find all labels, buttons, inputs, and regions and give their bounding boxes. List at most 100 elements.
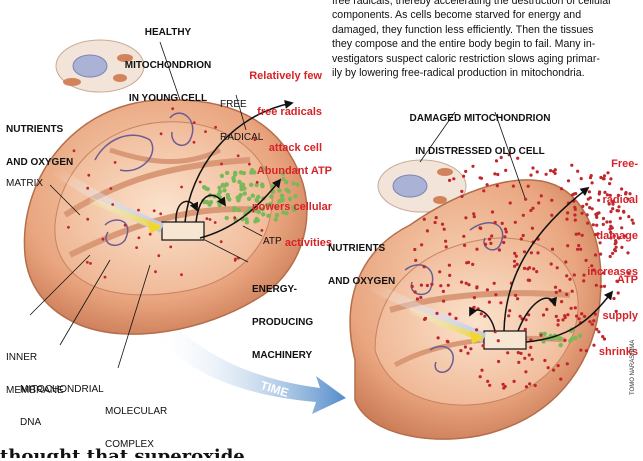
free-radical-particle	[469, 347, 473, 351]
free-radical-particle	[601, 335, 605, 339]
free-radical-particle	[523, 356, 527, 360]
free-radical-particle	[575, 314, 579, 318]
free-radical-particle	[484, 242, 488, 246]
free-radical-particle	[220, 162, 223, 166]
free-radical-particle	[584, 258, 588, 262]
free-radical-particle	[180, 185, 184, 189]
free-radical-particle	[529, 208, 533, 213]
nutrients-oxygen-label-left: NUTRIENTS AND OXYGEN	[6, 124, 74, 168]
free-radical-particle	[607, 202, 611, 206]
free-radical-particle	[508, 309, 512, 313]
free-radical-particle	[588, 320, 592, 324]
free-radical-particle	[109, 187, 113, 190]
free-radical-particle	[564, 260, 568, 264]
free-radical-particle	[519, 351, 523, 355]
atp-particle	[239, 187, 244, 192]
atp-particle	[577, 333, 583, 338]
free-radical-particle	[499, 301, 503, 305]
free-radical-particle	[425, 283, 429, 288]
free-radical-particle	[623, 234, 628, 238]
free-radical-particle	[554, 314, 558, 318]
free-radical-particle	[410, 284, 414, 289]
free-radical-particle	[214, 125, 218, 129]
atp-particle	[219, 173, 225, 179]
free-radical-particle	[89, 262, 92, 265]
paragraph-line: they compose and the entire body begin t…	[332, 38, 596, 51]
free-radical-particle	[419, 295, 423, 300]
free-radical-particle	[448, 273, 452, 277]
free-radical-particle	[523, 327, 527, 331]
free-radical-particle	[524, 318, 528, 322]
free-radical-particle	[605, 220, 609, 224]
free-radical-particle	[471, 164, 475, 168]
free-radical-particle	[608, 182, 612, 186]
leader-lines-left	[29, 41, 263, 369]
nutrients-oxygen-label-right: NUTRIENTS AND OXYGEN	[328, 243, 396, 287]
cut-off-caption: thought that superoxide radicals	[0, 448, 300, 458]
free-radical-particle	[423, 317, 427, 321]
free-radical-particle	[490, 234, 494, 238]
free-radical-particle	[595, 223, 599, 227]
free-radical-particle	[460, 189, 464, 193]
free-radical-particle	[586, 221, 590, 225]
free-radical-particle	[512, 379, 516, 383]
free-radical-particle	[611, 202, 615, 206]
free-radical-particle	[463, 345, 467, 349]
atp-particle	[284, 211, 289, 216]
body-paragraph: free radicals, thereby accelerating the …	[332, 0, 640, 80]
free-radical-particle	[463, 243, 467, 247]
free-radical-particle	[612, 234, 616, 238]
free-radical-particle	[563, 314, 567, 318]
free-radical-particle	[482, 189, 486, 193]
atp-particle	[295, 182, 300, 187]
free-radical-particle	[504, 168, 508, 172]
free-radical-particle	[573, 218, 577, 222]
leader-lines-right	[419, 111, 526, 199]
free-radical-particle	[519, 237, 523, 241]
free-radical-particle	[192, 121, 196, 124]
free-radical-particle	[608, 227, 612, 231]
free-radical-particle	[537, 201, 541, 205]
free-radical-particle	[521, 213, 525, 217]
atp-particle	[242, 191, 247, 196]
free-radical-particle	[494, 293, 498, 297]
free-radical-particle	[592, 319, 596, 323]
healthy-mitochondrion-title: HEALTHY MITOCHONDRION IN YOUNG CELL	[124, 27, 212, 104]
free-radical-particle	[614, 239, 618, 243]
abundant-atp-label: Abundant ATP powers cellular activities	[251, 165, 332, 249]
free-radical-particle	[137, 236, 141, 240]
free-radical-particle	[543, 358, 547, 363]
free-radical-particle	[253, 138, 257, 142]
free-radical-particle	[591, 223, 595, 227]
free-radical-particle	[213, 221, 217, 224]
free-radical-particle	[502, 240, 506, 245]
free-radical-particle	[529, 173, 533, 177]
paragraph-line: free radicals, thereby accelerating the …	[332, 0, 612, 7]
free-radical-particle	[565, 362, 569, 366]
free-radical-particle	[192, 140, 196, 144]
free-radical-particle	[609, 177, 613, 181]
free-radical-particle	[592, 343, 596, 347]
free-radical-particle	[480, 368, 484, 372]
free-radical-particle	[488, 383, 492, 387]
free-radical-particle	[497, 248, 501, 252]
free-radical-particle	[527, 313, 531, 317]
free-radical-particle	[528, 382, 532, 386]
atp-particle	[224, 215, 229, 221]
free-radical-particle	[444, 245, 448, 249]
free-radical-particle	[442, 299, 446, 303]
free-radical-particle	[597, 198, 601, 202]
free-radical-particle	[550, 213, 554, 217]
free-radical-particle	[528, 278, 532, 282]
free-radical-particle	[157, 254, 161, 258]
atp-particle	[246, 196, 252, 201]
free-radical-particle	[111, 203, 115, 206]
free-radical-particle	[447, 263, 451, 267]
paragraph-line: damaged, they function less efficiently.…	[332, 23, 594, 36]
free-radical-particle	[615, 209, 619, 213]
atp-particle	[240, 182, 246, 187]
atp-particle	[249, 182, 254, 187]
free-radical-particle	[67, 225, 70, 229]
free-radical-particle	[518, 314, 522, 318]
atp-particle	[217, 185, 222, 190]
